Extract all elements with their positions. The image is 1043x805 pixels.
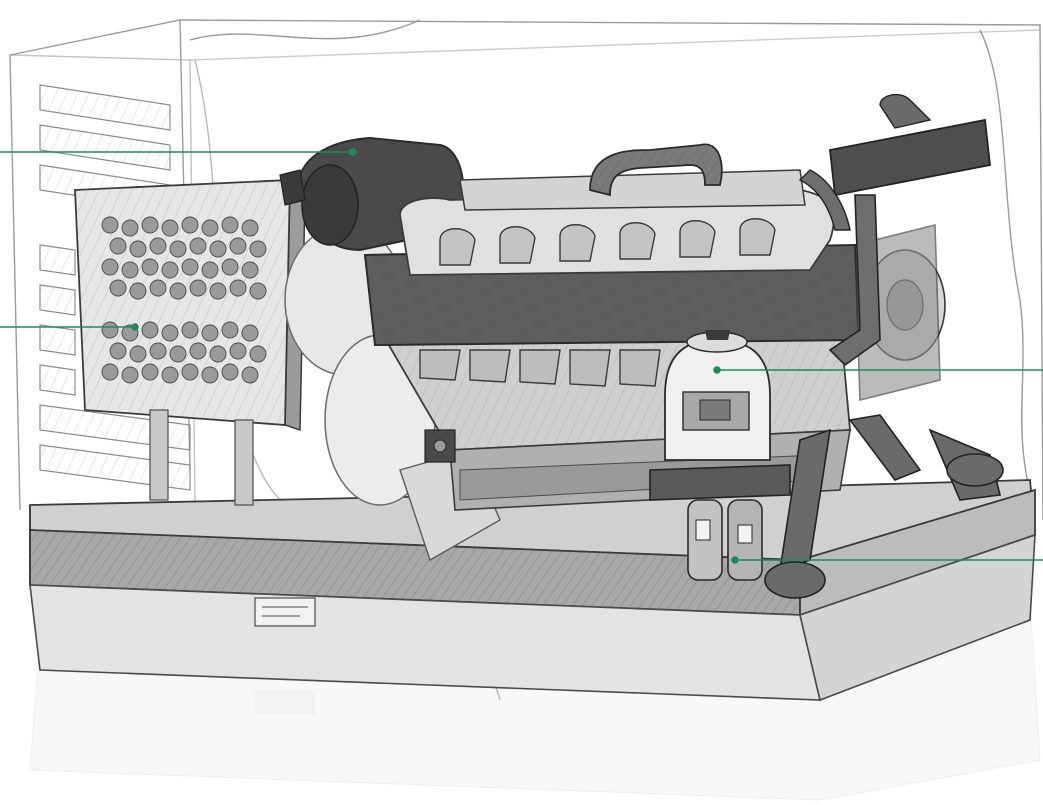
leader-dot-radiator — [131, 323, 139, 331]
base-frame — [29, 479, 1036, 702]
radiator — [74, 178, 306, 506]
base-nameplate — [254, 597, 316, 627]
callout-leaders — [0, 148, 1043, 564]
engine-mounts — [764, 414, 1004, 599]
leader-dot-air-filter — [349, 148, 357, 156]
engine-block — [363, 143, 946, 511]
radiator-core-holes — [101, 216, 267, 384]
leader-dot-fuel-water-separator — [713, 366, 721, 374]
leader-dot-fuel-filters — [731, 556, 739, 564]
exhaust-system — [798, 93, 991, 367]
